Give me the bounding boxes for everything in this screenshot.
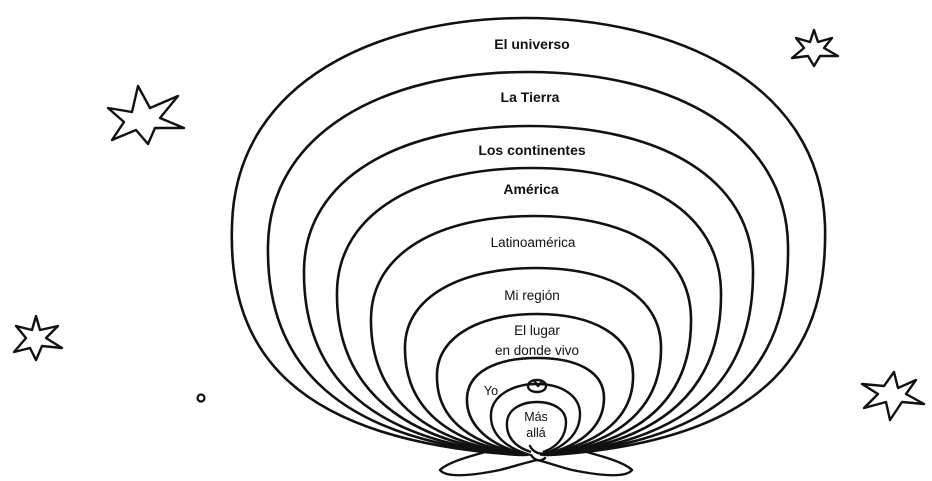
label-continents: Los continentes	[478, 142, 586, 158]
label-region: Mi región	[504, 288, 560, 303]
label-place-line1: El lugar	[514, 323, 560, 338]
label-self: Yo	[484, 384, 498, 398]
label-latinamerica: Latinoamérica	[491, 235, 576, 250]
label-america: América	[503, 181, 558, 197]
star-icon	[862, 372, 924, 420]
star-icon	[14, 316, 62, 360]
star-icon	[108, 86, 184, 144]
label-earth: La Tierra	[501, 89, 560, 105]
label-place-line2: en donde vivo	[495, 343, 579, 358]
label-beyond-line2: allá	[526, 426, 546, 440]
ring-self	[467, 358, 604, 455]
star-icon	[792, 30, 838, 66]
label-universe: El universo	[494, 36, 569, 52]
label-beyond-line1: Más	[524, 410, 548, 424]
ring-earth	[268, 72, 788, 455]
face-icon	[528, 380, 546, 392]
dot-icon	[198, 395, 205, 402]
